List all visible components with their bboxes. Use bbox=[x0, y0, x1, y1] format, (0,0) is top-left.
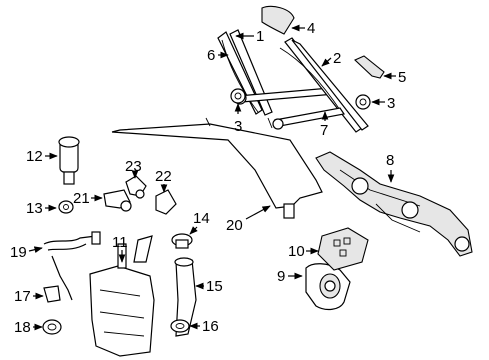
callout-5: 5 bbox=[383, 69, 406, 86]
callout-16: 16 bbox=[189, 318, 219, 335]
svg-text:23: 23 bbox=[125, 158, 142, 175]
svg-text:10: 10 bbox=[288, 243, 305, 260]
callout-6: 6 bbox=[207, 47, 229, 64]
svg-text:5: 5 bbox=[398, 69, 406, 86]
callout-8: 8 bbox=[386, 152, 395, 183]
sensor-17 bbox=[43, 285, 61, 303]
callout-17: 17 bbox=[14, 288, 44, 305]
hose-19 bbox=[43, 231, 101, 301]
svg-text:3: 3 bbox=[387, 95, 395, 112]
svg-text:15: 15 bbox=[206, 278, 223, 295]
callout-12: 12 bbox=[26, 148, 58, 165]
cap-14 bbox=[171, 233, 193, 249]
svg-text:8: 8 bbox=[386, 152, 394, 169]
svg-text:21: 21 bbox=[73, 190, 90, 207]
washer-hose bbox=[111, 117, 323, 219]
washer-reservoir bbox=[89, 235, 155, 357]
callout-13: 13 bbox=[26, 200, 57, 217]
callout-23: 23 bbox=[125, 158, 142, 179]
filler-neck-15 bbox=[174, 257, 197, 337]
nut-3b bbox=[355, 94, 371, 110]
callout-21: 21 bbox=[73, 190, 103, 207]
callout-22: 22 bbox=[155, 168, 172, 193]
svg-text:11: 11 bbox=[112, 234, 128, 251]
callout-4: 4 bbox=[291, 20, 315, 37]
seal-16 bbox=[170, 319, 190, 333]
grommet-18 bbox=[42, 319, 62, 335]
clip-21 bbox=[103, 189, 132, 212]
callout-7: 7 bbox=[320, 111, 329, 139]
svg-text:1: 1 bbox=[256, 28, 264, 45]
svg-text:16: 16 bbox=[202, 318, 219, 335]
grommet-13 bbox=[58, 200, 74, 214]
svg-text:22: 22 bbox=[155, 168, 172, 185]
svg-text:9: 9 bbox=[277, 268, 285, 285]
wiper-arm-right bbox=[272, 37, 369, 133]
svg-text:7: 7 bbox=[320, 122, 328, 139]
callout-20: 20 bbox=[226, 205, 271, 234]
callout-10: 10 bbox=[288, 243, 319, 260]
callout-3a: 3 bbox=[234, 103, 242, 135]
callout-19: 19 bbox=[10, 244, 43, 261]
callout-2: 2 bbox=[321, 50, 341, 67]
svg-text:3: 3 bbox=[234, 118, 242, 135]
svg-text:12: 12 bbox=[26, 148, 43, 165]
wiper-arm-left bbox=[217, 29, 337, 116]
clip-22 bbox=[155, 189, 177, 215]
wiper-motor bbox=[305, 263, 351, 311]
washer-pump bbox=[58, 136, 80, 185]
clip-23 bbox=[125, 175, 147, 199]
svg-text:17: 17 bbox=[14, 288, 31, 305]
svg-text:18: 18 bbox=[14, 319, 31, 336]
callout-18: 18 bbox=[14, 319, 43, 336]
svg-text:2: 2 bbox=[333, 50, 341, 67]
wiper-linkage bbox=[315, 151, 473, 257]
blade-cover-5 bbox=[354, 55, 385, 79]
callout-9: 9 bbox=[277, 268, 303, 285]
nut-3a bbox=[230, 88, 246, 104]
blade-cover-4 bbox=[261, 5, 295, 35]
svg-text:19: 19 bbox=[10, 244, 27, 261]
callout-14: 14 bbox=[189, 210, 210, 235]
callout-11: 11 bbox=[112, 234, 128, 263]
svg-text:13: 13 bbox=[26, 200, 43, 217]
svg-text:4: 4 bbox=[307, 20, 315, 37]
svg-text:20: 20 bbox=[226, 217, 243, 234]
svg-text:14: 14 bbox=[193, 210, 210, 227]
callout-3b: 3 bbox=[371, 95, 395, 112]
callout-1: 1 bbox=[235, 28, 264, 45]
callout-15: 15 bbox=[195, 278, 223, 295]
svg-text:6: 6 bbox=[207, 47, 215, 64]
